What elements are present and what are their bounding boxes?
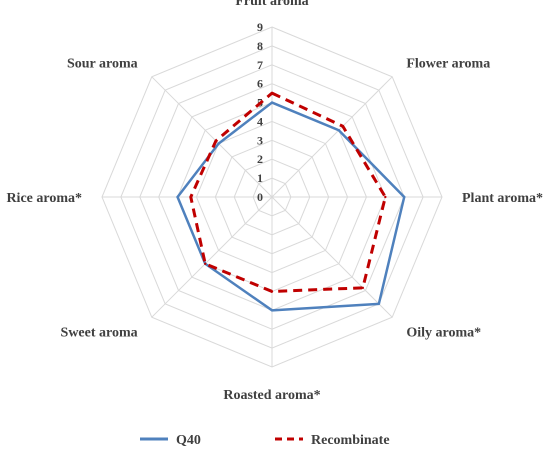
category-label: Rice aroma* [6, 191, 82, 206]
series-layer [176, 91, 406, 312]
category-label: Oily aroma* [406, 325, 481, 340]
series-line-recombinate [189, 91, 387, 293]
legend-label: Recombinate [311, 433, 390, 448]
data-point [384, 195, 387, 199]
data-point [377, 302, 381, 306]
tick-label: 7 [257, 58, 263, 72]
category-label: Plant aroma* [462, 191, 543, 206]
tick-label: 3 [257, 133, 263, 147]
tick-label: 4 [257, 114, 263, 128]
grid-spoke [271, 76, 393, 198]
grid-spoke [151, 196, 273, 318]
data-point [270, 309, 274, 312]
data-point [361, 286, 365, 290]
legend-label: Q40 [176, 433, 201, 448]
tick-label: 2 [257, 152, 263, 166]
tick-label: 8 [257, 39, 263, 53]
grid-spoke [151, 76, 273, 198]
radar-spokes [102, 27, 442, 367]
data-point [403, 195, 406, 199]
category-label: Sour aroma [67, 57, 138, 72]
tick-label: 6 [257, 77, 263, 91]
data-point [204, 262, 207, 265]
category-label: Flower aroma [406, 57, 490, 72]
data-point [270, 101, 274, 104]
tick-label: 9 [257, 20, 263, 34]
category-label: Fruit aroma [235, 0, 308, 9]
tick-label: 0 [257, 190, 263, 204]
data-point [189, 195, 192, 199]
data-point [337, 129, 340, 132]
data-point [270, 91, 274, 95]
category-label: Roasted aroma* [223, 388, 320, 403]
data-point [176, 195, 179, 199]
grid-spoke [271, 196, 393, 318]
tick-label: 1 [257, 171, 263, 185]
data-point [341, 125, 344, 128]
category-label: Sweet aroma [61, 325, 138, 340]
data-point [214, 139, 218, 143]
legend: Q40 Recombinate [140, 433, 390, 448]
data-point [217, 142, 220, 145]
data-point [270, 290, 274, 293]
